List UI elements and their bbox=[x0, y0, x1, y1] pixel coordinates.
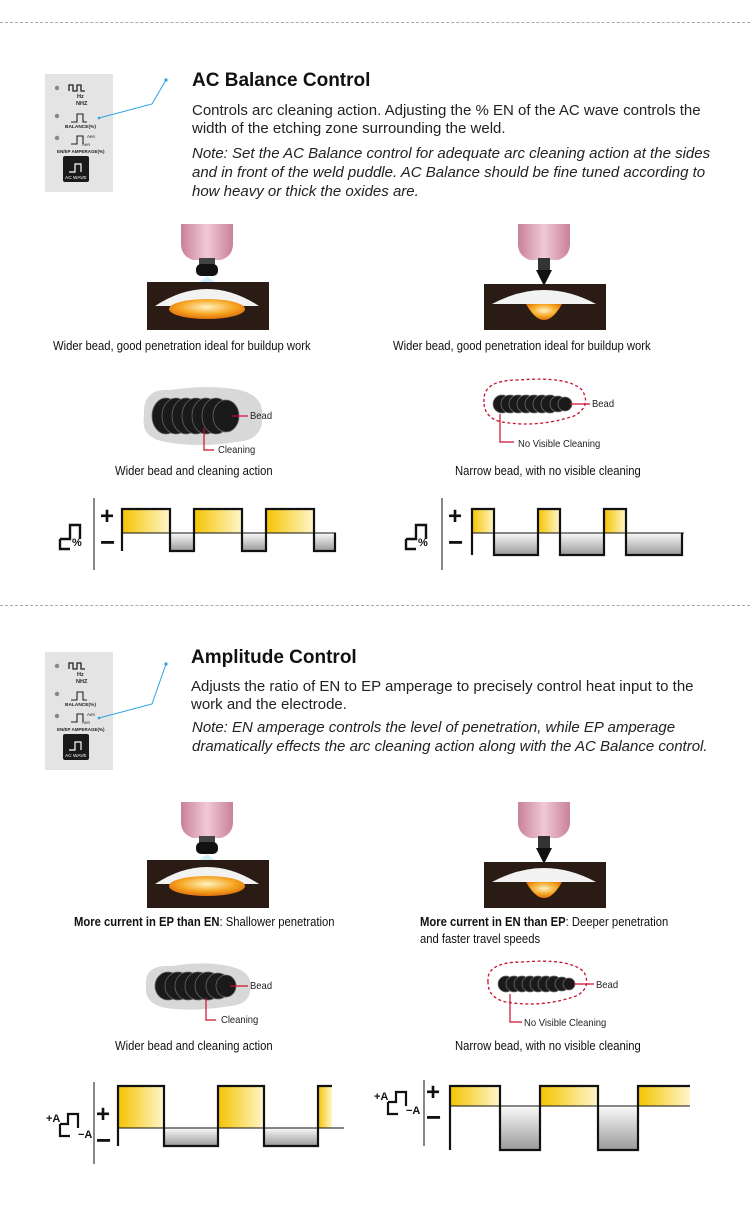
svg-text:BALANCE(%): BALANCE(%) bbox=[65, 124, 96, 130]
bead-label-left-2: Bead bbox=[250, 980, 273, 992]
control-panel-icons: Hz NHZ BALANCE(%) Aen Aen EN/EP AMPERAGE… bbox=[54, 84, 105, 182]
bead-illustration-wide bbox=[143, 387, 263, 451]
svg-text:AC WAVE: AC WAVE bbox=[65, 175, 87, 181]
caption-torch-left-2-rest: : Shallower penetration bbox=[219, 915, 335, 929]
caption-torch-left-2-bold: More current in EP than EN bbox=[74, 915, 220, 929]
torch-illustration-wide bbox=[147, 224, 269, 330]
section-note-balance: Note: Set the AC Balance control for ade… bbox=[192, 145, 711, 200]
svg-text:−A: −A bbox=[406, 1105, 420, 1117]
section-body-balance: Controls arc cleaning action. Adjusting … bbox=[192, 102, 701, 137]
bead-illustration-narrow-2 bbox=[487, 960, 594, 1023]
torch-illustration-deep bbox=[484, 802, 606, 908]
bead-label-right-1: Bead bbox=[592, 398, 615, 410]
svg-text:EN/EP AMPERAGE(%): EN/EP AMPERAGE(%) bbox=[57, 149, 105, 154]
section-title-amplitude: Amplitude Control bbox=[191, 647, 357, 668]
svg-text:−: − bbox=[96, 1125, 111, 1155]
amperage-icon bbox=[71, 135, 84, 145]
waveform-amplitude-en: +A −A + − bbox=[374, 1079, 690, 1152]
hz-wave-icon bbox=[68, 662, 85, 670]
waveform-amplitude-ep: +A −A + − bbox=[46, 1082, 344, 1164]
amplitude-symbol-icon: +A −A bbox=[374, 1090, 420, 1117]
caption-bead-left-1: Wider bead and cleaning action bbox=[115, 464, 273, 478]
cleaning-label-left-1: Cleaning bbox=[218, 444, 256, 456]
caption-bead-left-2: Wider bead and cleaning action bbox=[115, 1039, 273, 1053]
bead-label-left-1: Bead bbox=[250, 410, 273, 422]
caption-torch-right-2: More current in EN than EP: Deeper penet… bbox=[420, 915, 668, 929]
top-divider bbox=[0, 22, 750, 23]
amplitude-symbol-icon: +A −A bbox=[46, 1112, 92, 1141]
caption-torch-right-2-bold: More current in EN than EP bbox=[420, 915, 566, 929]
waveform-balance-wide-en: % + − bbox=[58, 498, 337, 570]
control-panel-balance: Hz NHZ BALANCE(%) Aen Aen EN/EP AMPERAGE… bbox=[45, 74, 113, 192]
hz-wave-icon bbox=[68, 84, 85, 92]
svg-text:%: % bbox=[418, 537, 428, 549]
balance-symbol-icon: % bbox=[404, 523, 428, 551]
control-panel-amplitude: Hz NHZ BALANCE(%) Aen Aen EN/EP AMPERAGE… bbox=[45, 652, 113, 770]
svg-text:+A: +A bbox=[374, 1091, 388, 1103]
balance-icon bbox=[71, 691, 87, 701]
svg-text:−: − bbox=[448, 527, 463, 557]
bead-label-right-2: Bead bbox=[596, 979, 619, 991]
bead-illustration-wide-2 bbox=[145, 963, 251, 1021]
cleaning-label-left-2: Cleaning bbox=[221, 1014, 259, 1026]
svg-text:Aen: Aen bbox=[87, 712, 96, 717]
svg-text:Aen: Aen bbox=[82, 142, 91, 147]
caption-bead-right-2: Narrow bead, with no visible cleaning bbox=[455, 1039, 641, 1053]
balance-icon bbox=[71, 113, 87, 123]
svg-text:%: % bbox=[72, 537, 82, 549]
svg-text:+: + bbox=[100, 503, 114, 530]
svg-text:−: − bbox=[426, 1102, 441, 1132]
section-title-balance: AC Balance Control bbox=[192, 70, 371, 91]
caption-torch-right-2-line2: and faster travel speeds bbox=[420, 932, 541, 946]
ac-wave-button bbox=[63, 156, 89, 182]
waveform-balance-narrow-en: % + − bbox=[404, 498, 684, 570]
amperage-icon bbox=[71, 713, 84, 723]
section-body-amplitude: Adjusts the ratio of EN to EP amperage t… bbox=[191, 678, 694, 713]
caption-torch-left-1: Wider bead, good penetration ideal for b… bbox=[53, 339, 311, 353]
torch-illustration-narrow bbox=[484, 224, 606, 330]
svg-text:−A: −A bbox=[78, 1129, 92, 1141]
svg-text:AC WAVE: AC WAVE bbox=[65, 753, 87, 759]
svg-text:Aen: Aen bbox=[82, 720, 91, 725]
bead-illustration-narrow bbox=[483, 378, 590, 443]
svg-text:NHZ: NHZ bbox=[76, 679, 88, 685]
caption-torch-right-1: Wider bead, good penetration ideal for b… bbox=[393, 339, 651, 353]
no-cleaning-label-right-1: No Visible Cleaning bbox=[518, 438, 601, 450]
section-note-amplitude: Note: EN amperage controls the level of … bbox=[192, 719, 708, 755]
svg-text:+A: +A bbox=[46, 1113, 60, 1125]
svg-text:+: + bbox=[96, 1101, 110, 1128]
torch-illustration-shallow bbox=[147, 802, 269, 908]
svg-text:−: − bbox=[100, 527, 115, 557]
section-divider bbox=[0, 605, 750, 606]
svg-text:NHZ: NHZ bbox=[76, 101, 88, 107]
no-cleaning-label-right-2: No Visible Cleaning bbox=[524, 1017, 607, 1029]
caption-torch-right-2-rest: : Deeper penetration bbox=[565, 915, 669, 929]
caption-torch-left-2: More current in EP than EN: Shallower pe… bbox=[74, 915, 335, 929]
svg-text:+: + bbox=[448, 503, 462, 530]
pointer-line-1 bbox=[97, 78, 168, 120]
control-panel-icons: Hz NHZ BALANCE(%) Aen Aen EN/EP AMPERAGE… bbox=[54, 662, 105, 760]
svg-text:BALANCE(%): BALANCE(%) bbox=[65, 702, 96, 708]
caption-bead-right-1: Narrow bead, with no visible cleaning bbox=[455, 464, 641, 478]
balance-symbol-icon: % bbox=[58, 523, 82, 551]
svg-text:Hz: Hz bbox=[77, 94, 84, 100]
svg-text:Aen: Aen bbox=[87, 134, 96, 139]
svg-text:+: + bbox=[426, 1079, 440, 1106]
ac-wave-button bbox=[63, 734, 89, 760]
pointer-line-2 bbox=[97, 662, 168, 720]
svg-text:EN/EP AMPERAGE(%): EN/EP AMPERAGE(%) bbox=[57, 727, 105, 732]
svg-text:Hz: Hz bbox=[77, 672, 84, 678]
